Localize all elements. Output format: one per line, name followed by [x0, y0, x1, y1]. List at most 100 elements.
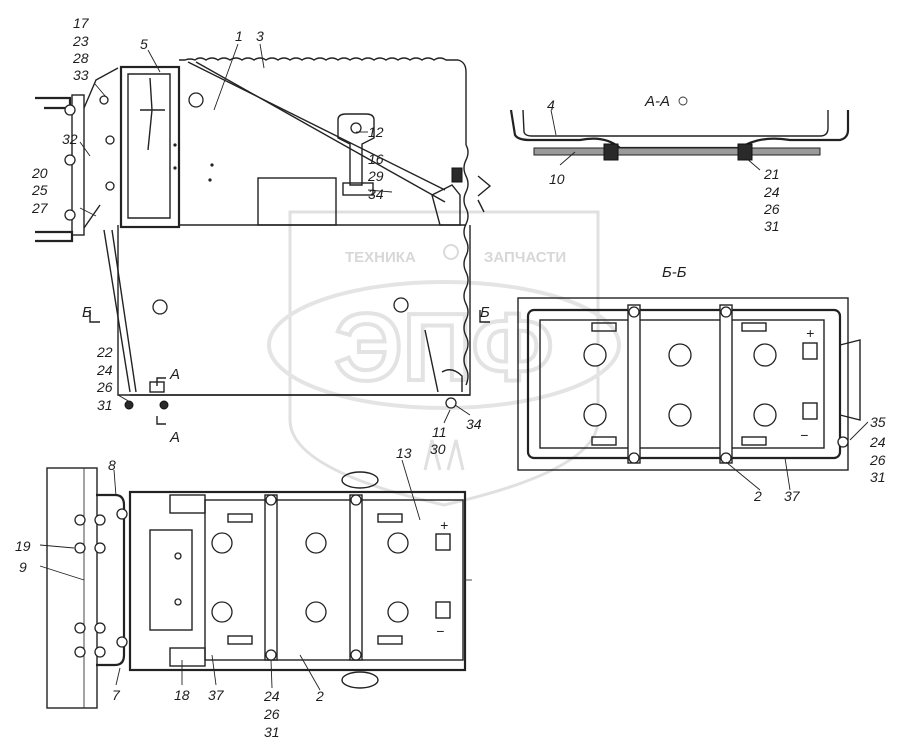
label-31-front: 31	[97, 397, 113, 413]
label-24-bb: 24	[869, 434, 886, 450]
label-19: 19	[15, 538, 31, 554]
label-9: 9	[19, 559, 27, 575]
aa-view-marker	[678, 96, 688, 106]
bb-minus-sign: −	[800, 427, 808, 443]
bb-plug-1	[591, 322, 617, 332]
aa-pad-hatched	[533, 147, 821, 156]
label-23: 23	[72, 33, 89, 49]
plan-clip-bottom	[169, 647, 206, 667]
plan-bolts	[74, 508, 128, 658]
label-37-plan: 37	[208, 687, 225, 703]
section-aa	[509, 96, 850, 161]
bb-battery-tray	[526, 308, 842, 460]
bolt-group-left	[64, 95, 115, 221]
label-24-aa: 24	[763, 184, 780, 200]
bb-bolt-35	[837, 436, 849, 448]
label-26-bb: 26	[869, 452, 886, 468]
label-plate	[257, 177, 337, 226]
frame-bracket	[35, 96, 74, 243]
front-view	[35, 57, 492, 425]
section-title-bb: Б-Б	[662, 264, 687, 281]
bracket-arm	[83, 67, 119, 229]
bottom-bolt-right	[445, 397, 457, 409]
label-25: 25	[31, 182, 48, 198]
bb-frame	[517, 297, 849, 471]
plan-plug-1	[227, 513, 253, 523]
callout-labels: 17 23 28 33 5 1 3 32 20 25 27 12 16 29 3…	[15, 15, 886, 740]
cover-hole	[188, 92, 204, 108]
aa-tray-outline	[509, 109, 850, 150]
plan-plug-4	[377, 635, 403, 645]
label-1: 1	[235, 28, 243, 44]
leader-lines	[39, 43, 869, 691]
label-32: 32	[62, 131, 78, 147]
clamp	[337, 113, 375, 186]
label-30: 30	[430, 441, 446, 457]
cover-wavy-edge	[463, 144, 469, 386]
bottom-bolt-mid	[159, 400, 169, 410]
label-16: 16	[368, 151, 384, 167]
label-5: 5	[140, 36, 148, 52]
bb-battery	[539, 319, 825, 449]
plan-strap-right	[349, 494, 363, 661]
support-rod-2	[111, 229, 137, 393]
plan-battery	[204, 499, 464, 661]
latch-body	[431, 184, 461, 226]
support-rod	[103, 229, 131, 393]
label-8: 8	[108, 457, 116, 473]
plan-strap-left	[264, 494, 278, 661]
label-29: 29	[367, 168, 384, 184]
aa-nut-right	[737, 143, 753, 161]
diagonal-brace-1	[187, 61, 446, 191]
gear-icon	[443, 244, 459, 260]
plan-lifting-eye-top	[341, 471, 379, 489]
section-titles: А-А Б-Б А А Б Б	[82, 93, 687, 446]
watermark: ТЕХНИКА ЗАПЧАСТИ ЭПФ	[267, 210, 621, 507]
cut-label-a-bottom: А	[169, 429, 180, 446]
label-20: 20	[31, 165, 48, 181]
label-10: 10	[549, 171, 565, 187]
label-28: 28	[72, 50, 89, 66]
label-2-bb: 2	[753, 488, 762, 504]
box-side-panel	[119, 65, 181, 229]
plan-view: + −	[46, 467, 472, 709]
bb-strap-right	[719, 304, 733, 464]
label-35: 35	[870, 414, 886, 430]
label-12: 12	[368, 124, 384, 140]
label-18: 18	[174, 687, 190, 703]
label-26-aa: 26	[763, 201, 780, 217]
label-2-plan: 2	[315, 688, 324, 704]
cover-outline	[179, 57, 467, 145]
plan-lifting-eye-bottom	[341, 671, 379, 689]
label-11: 11	[432, 424, 447, 440]
cable	[140, 77, 165, 151]
clamp-hole	[350, 122, 362, 134]
label-26-plan: 26	[263, 706, 280, 722]
label-27: 27	[31, 200, 49, 216]
bb-cells	[583, 343, 777, 427]
wheat-icon	[423, 439, 465, 471]
label-13: 13	[396, 445, 412, 461]
label-3: 3	[256, 28, 264, 44]
bb-strap-left	[627, 304, 641, 464]
label-31-plan: 31	[264, 724, 280, 740]
plan-minus-sign: −	[436, 623, 444, 639]
cut-label-a-top: А	[169, 366, 180, 383]
label-34-bottom: 34	[466, 416, 482, 432]
aa-tray-inner	[522, 109, 829, 137]
plan-plug-3	[377, 513, 403, 523]
section-mark-b-right	[479, 310, 490, 323]
diagonal-brace-2	[195, 61, 446, 203]
cut-label-b-right: Б	[480, 304, 490, 321]
bb-terminal-minus	[802, 402, 818, 420]
cut-label-b-left: Б	[82, 304, 92, 321]
watermark-brand-left: ТЕХНИКА	[345, 249, 416, 266]
bb-plug-4	[741, 436, 767, 446]
box-inner-panel	[127, 73, 171, 219]
label-37-bb: 37	[784, 488, 801, 504]
label-33: 33	[73, 67, 89, 83]
bb-plug-2	[591, 436, 617, 446]
label-24-front: 24	[96, 362, 113, 378]
lower-latch	[424, 329, 463, 393]
